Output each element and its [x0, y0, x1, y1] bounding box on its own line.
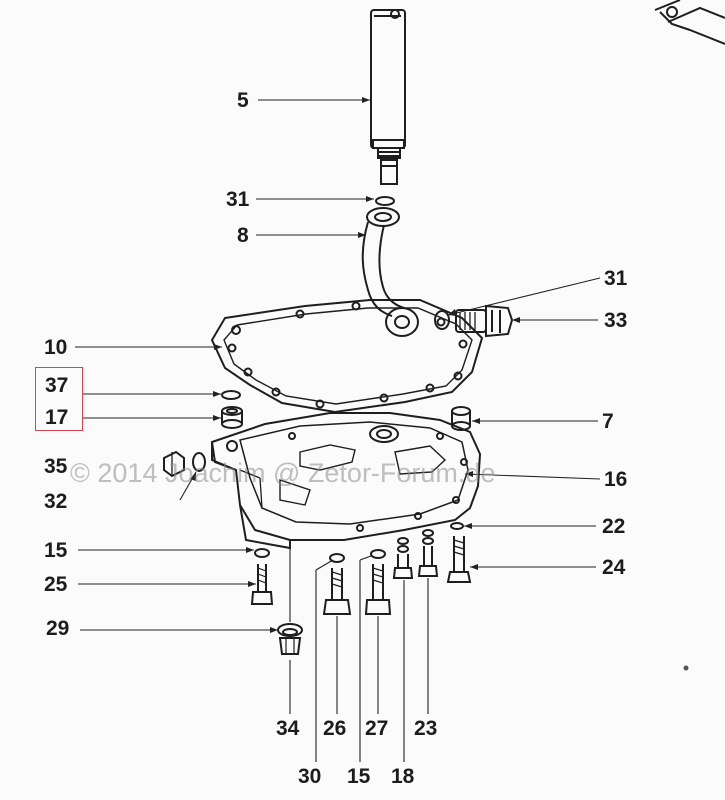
- part-7-dowel: [451, 406, 471, 431]
- watermark-text: © 2014 Joachim @ Zetor-Forum.de: [70, 458, 496, 488]
- callout-35: 35: [44, 455, 68, 478]
- part-33-banjo-bolt: [455, 304, 514, 338]
- part-23-bolt: [417, 529, 439, 577]
- leader-lines: [75, 99, 601, 762]
- callout-22: 22: [602, 515, 626, 538]
- callout-27: 27: [365, 717, 389, 740]
- callout-23: 23: [414, 717, 438, 740]
- part-5-cylinder: [370, 9, 406, 185]
- callout-25: 25: [44, 573, 68, 596]
- callout-31-top: 31: [226, 188, 250, 211]
- part-16-housing-cover: [210, 412, 482, 550]
- part-31-seal-right: [434, 310, 450, 330]
- callout-29: 29: [46, 617, 70, 640]
- callout-16: 16: [604, 468, 628, 491]
- scan-speck: [683, 665, 689, 671]
- part-29-drain-plug: [277, 623, 303, 655]
- part-22-ring: [450, 522, 464, 530]
- callout-8: 8: [237, 224, 249, 247]
- callout-17: 17: [45, 406, 69, 429]
- part-18-bolt: [392, 537, 414, 579]
- callout-37: 37: [45, 374, 69, 397]
- part-32-washer: [192, 452, 206, 472]
- part-35-plug: [163, 450, 185, 478]
- leader-arrowheads: [190, 97, 520, 633]
- part-10-gasket: [210, 299, 484, 414]
- callout-15-left: 15: [44, 539, 68, 562]
- part-37-ring: [221, 390, 241, 400]
- callout-30: 30: [298, 765, 322, 788]
- callout-24: 24: [602, 556, 626, 579]
- part-17-bushing: [221, 406, 243, 429]
- part-31-seal-ring: [375, 196, 395, 206]
- callout-5: 5: [237, 89, 249, 112]
- highlight-box: [35, 367, 83, 431]
- callout-31-right: 31: [604, 267, 628, 290]
- callout-10: 10: [44, 336, 68, 359]
- part-15-washer-left: [254, 548, 270, 558]
- callout-34: 34: [276, 717, 300, 740]
- part-24-bolt: [446, 536, 472, 583]
- part-26-bolt: [322, 568, 352, 615]
- callout-26: 26: [323, 717, 347, 740]
- part-8-pipe: [361, 207, 419, 337]
- part-25-bolt: [250, 564, 274, 605]
- part-30-washer: [329, 553, 345, 563]
- callout-33: 33: [604, 309, 628, 332]
- callout-18: 18: [391, 765, 415, 788]
- part-27-bolt: [364, 564, 392, 615]
- callout-7: 7: [602, 410, 614, 433]
- callout-32: 32: [44, 490, 68, 513]
- part-15-washer-center: [370, 549, 386, 559]
- corner-part-fragment: [654, 0, 725, 45]
- callout-15-bottom: 15: [347, 765, 371, 788]
